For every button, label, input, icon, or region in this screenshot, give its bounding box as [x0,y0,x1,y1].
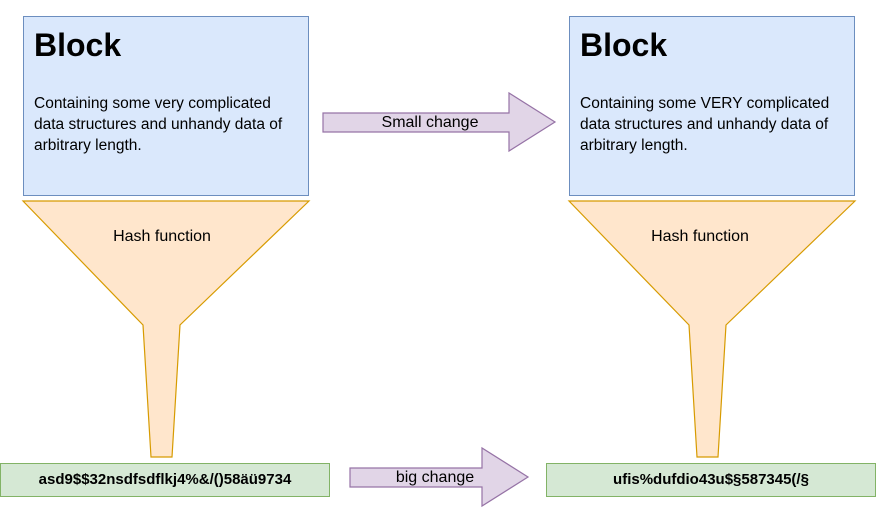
right-funnel-shape [567,200,857,458]
right-block-title: Block [580,27,668,63]
big-change-label: big change [395,469,475,486]
left-block: Block Containing some very complicated d… [23,16,309,196]
big-change-arrow-shape [349,446,530,508]
right-funnel-label: Hash function [651,228,749,245]
left-block-description: Containing some very complicated data st… [34,95,283,154]
left-block-title: Block [34,27,122,63]
right-hash-output: ufis%dufdio43u$§587345(/§ [546,463,876,497]
small-change-label: Small change [381,114,479,131]
right-block: Block Containing some VERY complicated d… [569,16,855,196]
left-funnel-shape [21,200,311,458]
left-hash-output: asd9$$32nsdfsdflkj4%&/()58äü9734 [0,463,330,497]
small-change-arrow-shape [322,91,557,153]
left-funnel-label: Hash function [113,228,211,245]
right-block-description: Containing some VERY complicated data st… [580,95,830,154]
